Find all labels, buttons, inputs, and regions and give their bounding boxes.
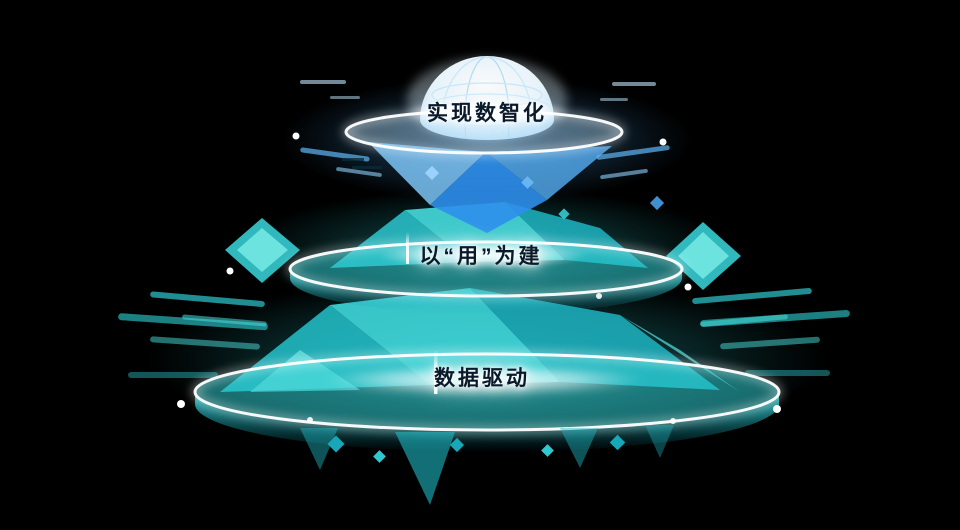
top-platform (282, 56, 692, 233)
layer-label-middle: 以“用”为建 (419, 245, 543, 268)
bottom-skirt (195, 392, 779, 452)
top-blue-fan (368, 142, 665, 233)
bottom-reflections (300, 425, 674, 505)
top-label-glow (402, 99, 572, 127)
middle-side-crystals (225, 218, 741, 290)
top-sparkle-dashes (300, 80, 656, 101)
middle-rim-dots (226, 267, 692, 299)
bottom-rim (193, 352, 781, 432)
top-rim-dots (292, 132, 667, 146)
top-side-streaks (300, 145, 670, 180)
middle-light-beam (406, 232, 409, 264)
layer-label-top: 实现数智化 (427, 102, 547, 125)
bottom-platform (118, 278, 850, 505)
middle-platform (150, 188, 812, 327)
layer-label-bottom: 数据驱动 (434, 367, 530, 390)
middle-label-glow (378, 241, 588, 269)
bottom-rim-dots (177, 400, 781, 424)
bottom-light-beam (434, 350, 438, 394)
bottom-label-glow (325, 365, 645, 395)
middle-side-streaks (150, 288, 812, 327)
middle-skirt (290, 269, 682, 314)
